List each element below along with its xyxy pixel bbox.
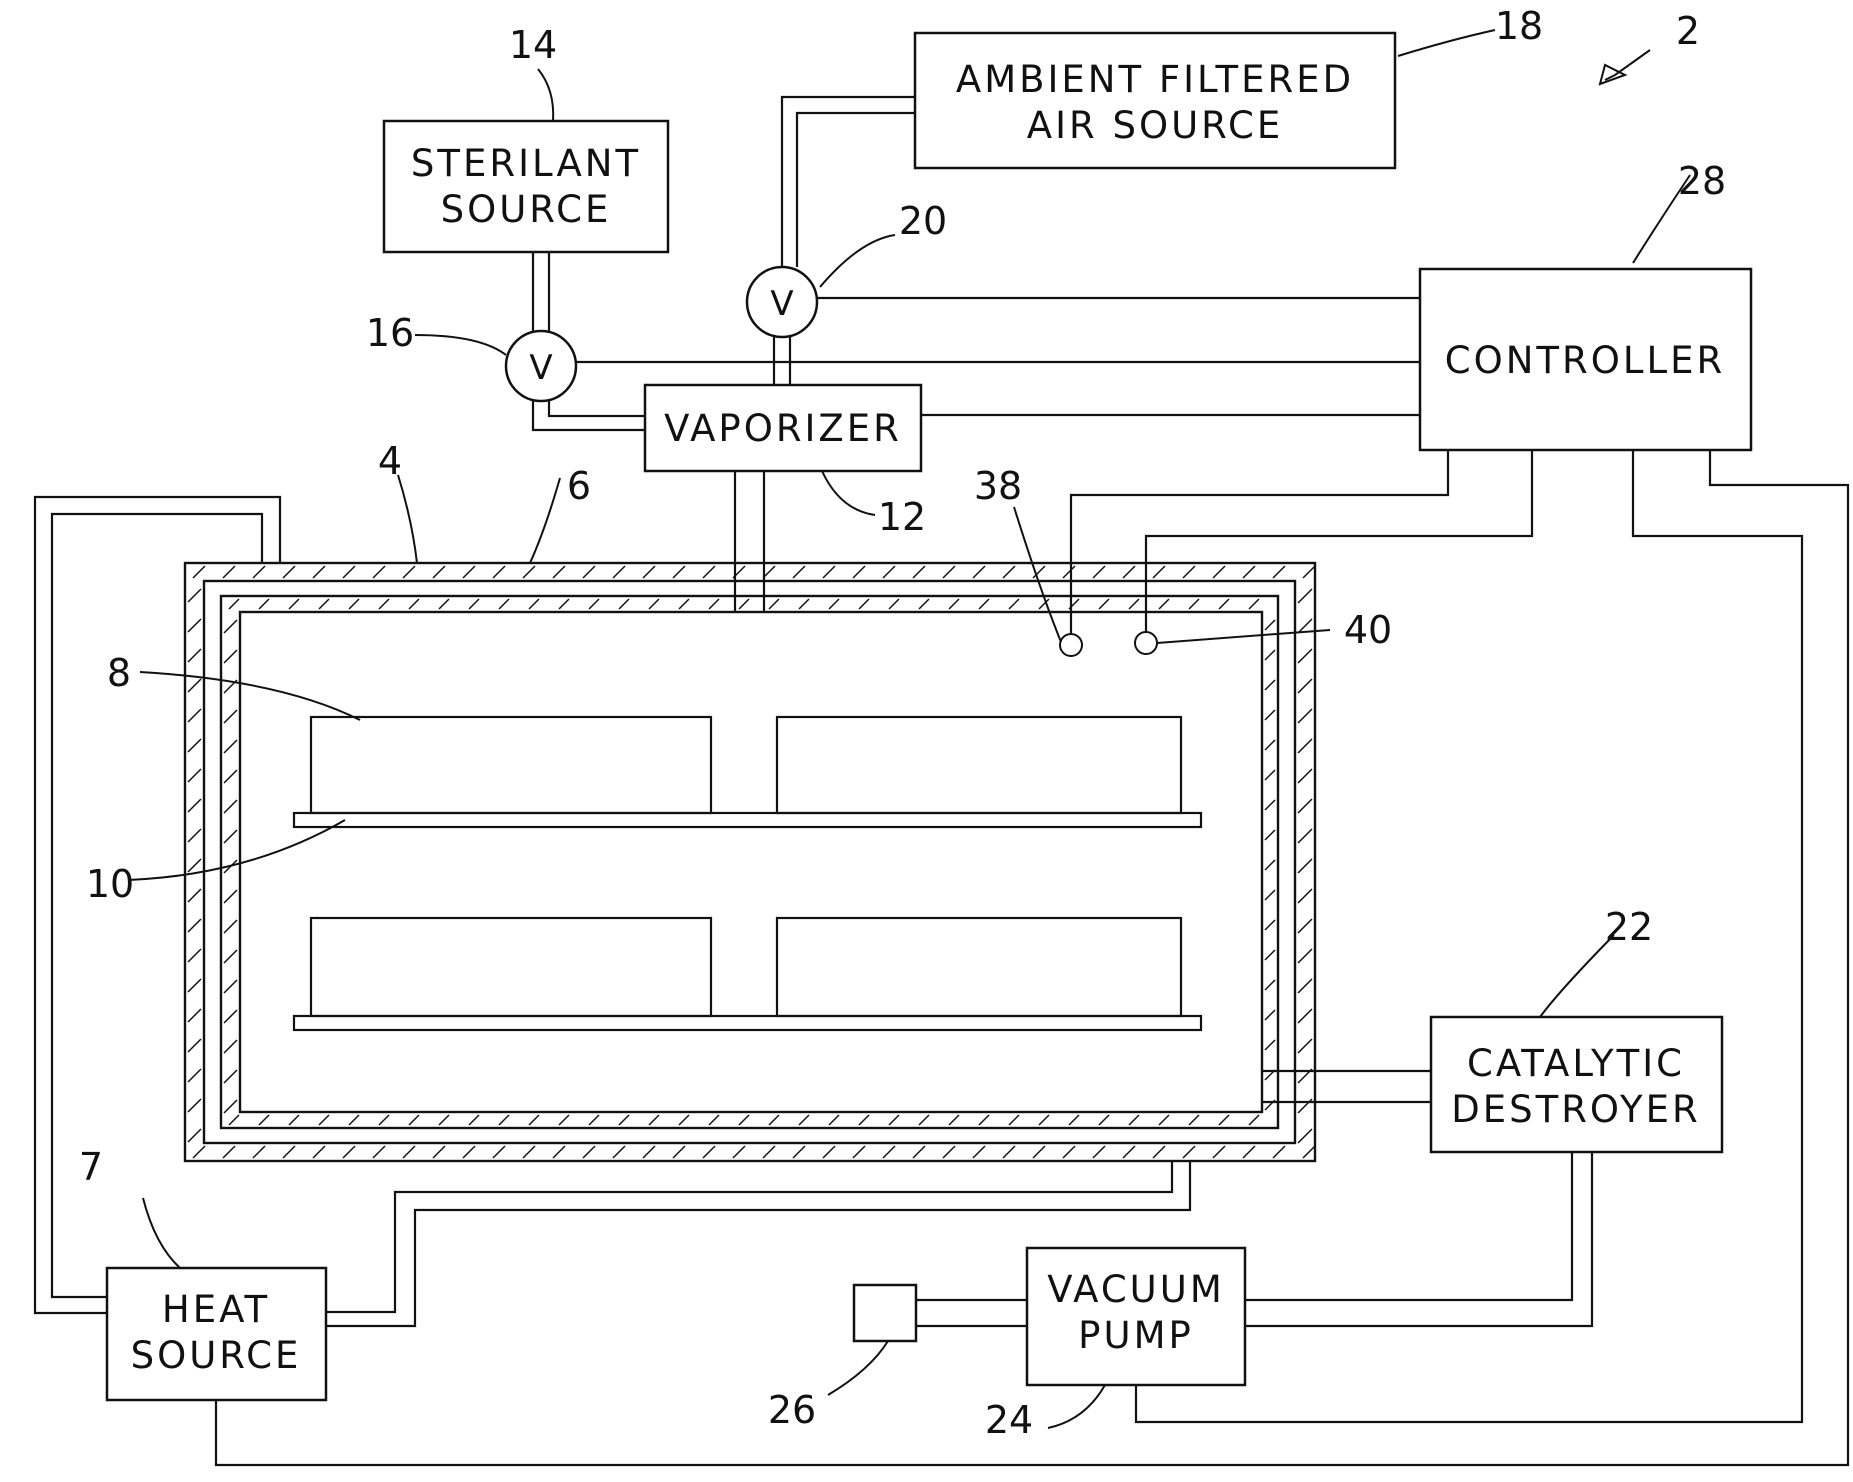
heat-source-label-1: HEAT [162, 1288, 270, 1331]
ref-26: 26 [768, 1388, 816, 1432]
catalytic-destroyer-label-2: DESTROYER [1451, 1088, 1700, 1131]
ref-28: 28 [1678, 159, 1726, 203]
ref-40: 40 [1344, 608, 1392, 652]
ref-24: 24 [985, 1398, 1033, 1442]
vaporizer-box: VAPORIZER [643, 383, 923, 473]
load-items [309, 715, 1183, 1018]
ambient-air-source-label-1: AMBIENT FILTERED [956, 58, 1354, 101]
reference-numerals: 14 18 2 28 20 16 12 38 40 4 6 8 10 22 24… [79, 4, 1726, 1442]
catalytic-destroyer-label-1: CATALYTIC [1467, 1042, 1685, 1085]
load-item [775, 715, 1183, 815]
ref-12: 12 [878, 495, 926, 539]
ref-6: 6 [567, 464, 591, 508]
load-item [775, 916, 1183, 1018]
shelf [292, 811, 1203, 829]
ref-10: 10 [86, 862, 134, 906]
control-lines [214, 296, 1850, 1467]
pipes [33, 95, 1594, 1328]
sterilant-source-label-2: SOURCE [441, 188, 612, 231]
filter-26-box [852, 1283, 918, 1343]
valve-16-label: V [529, 348, 552, 388]
load-item [309, 916, 713, 1018]
valve-20-label: V [770, 284, 793, 324]
ref-7: 7 [79, 1145, 103, 1189]
shelf [292, 1014, 1203, 1032]
ref-14: 14 [509, 23, 557, 67]
ref-20: 20 [899, 199, 947, 243]
controller-label: CONTROLLER [1445, 339, 1725, 382]
ref-8: 8 [107, 651, 131, 695]
heat-source-label-2: SOURCE [131, 1334, 302, 1377]
sterilization-chamber [219, 594, 1280, 1130]
catalytic-destroyer-box: CATALYTIC DESTROYER [1429, 1015, 1724, 1154]
ambient-filtered-air-source-box: AMBIENT FILTERED AIR SOURCE [913, 31, 1397, 170]
valve-20: V [745, 265, 819, 339]
ref-18: 18 [1495, 4, 1543, 48]
load-item [309, 715, 713, 815]
ref-2: 2 [1676, 9, 1700, 53]
vacuum-pump-label-1: VACUUM [1047, 1268, 1225, 1311]
sterilant-source-label-1: STERILANT [411, 142, 641, 185]
sensor-40 [1134, 631, 1158, 655]
ref-22: 22 [1605, 905, 1653, 949]
controller-box: CONTROLLER [1418, 267, 1753, 452]
ref-38: 38 [974, 464, 1022, 508]
vacuum-pump-box: VACUUM PUMP [1025, 1246, 1247, 1387]
shelves [292, 811, 1203, 1032]
valve-16: V [504, 329, 578, 403]
ref-4: 4 [378, 439, 402, 483]
heating-jacket [183, 561, 1317, 1163]
sterilant-source-box: STERILANT SOURCE [382, 119, 670, 254]
vacuum-pump-label-2: PUMP [1078, 1314, 1194, 1357]
leader-lines [127, 29, 1691, 1429]
heat-source-box: HEAT SOURCE [105, 1266, 328, 1402]
vaporizer-label: VAPORIZER [664, 407, 902, 450]
sensor-38 [1059, 633, 1083, 657]
ref-16: 16 [366, 311, 414, 355]
ambient-air-source-label-2: AIR SOURCE [1027, 104, 1283, 147]
